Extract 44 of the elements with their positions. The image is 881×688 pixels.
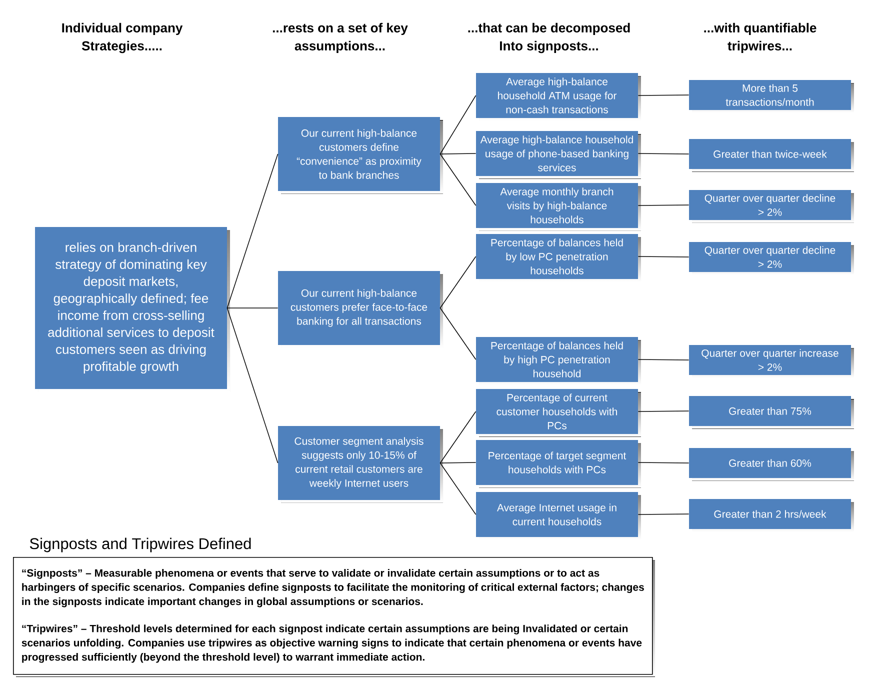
connector-line — [638, 410, 690, 412]
connector-line — [638, 514, 690, 515]
connector-line — [638, 204, 690, 206]
assumption-box: Our current high-balance customers define “convenience” as proximity to bank branches — [278, 117, 443, 194]
connector-line — [638, 462, 690, 464]
signpost-box: Average high-balance household ATM usage for non-cash transactions — [476, 73, 641, 121]
connector-line — [440, 95, 476, 154]
tripwire-box: Greater than twice-week — [689, 139, 854, 172]
signpost-box: Percentage of current customer households with PCs — [476, 389, 641, 437]
signpost-box: Percentage of target segment households with PCs — [476, 440, 641, 488]
signpost-box: Average Internet usage in current households — [476, 492, 641, 540]
connector-line — [440, 308, 476, 360]
connector-line — [226, 154, 278, 308]
column-heading: ...rests on a set of key assumptions... — [272, 22, 408, 54]
connector-line — [440, 462, 476, 464]
column-heading: Individual company Strategies..... — [62, 22, 183, 54]
connector-line — [440, 154, 476, 206]
connector-line — [440, 411, 476, 464]
signpost-box: Percentage of balances held by high PC penetration household — [476, 337, 641, 385]
connector-line — [638, 256, 690, 258]
tripwire-box: Quarter over quarter decline > 2% — [689, 242, 854, 275]
connector-line — [226, 308, 278, 464]
connector-line — [440, 153, 476, 154]
section-heading: Signposts and Tripwires Defined — [30, 538, 251, 552]
signpost-box: Percentage of balances held by low PC penetration households — [476, 234, 641, 282]
column-heading: ...with quantifiable tripwires... — [704, 22, 816, 54]
tripwire-box: Quarter over quarter increase > 2% — [689, 345, 854, 378]
tripwire-box: Greater than 75% — [689, 396, 854, 429]
column-heading: ...that can be decomposed Into signposts... — [468, 22, 630, 54]
connector-line — [440, 462, 476, 515]
strategy-box: relies on branch-driven strategy of dominating key deposit markets, geographically defined; fee income from cross-selling additional services to deposit customers seen as driving profitable growth — [35, 227, 230, 392]
connector-line — [638, 359, 690, 360]
tripwire-box: Greater than 2 hrs/week — [689, 499, 854, 532]
connector-line — [440, 256, 476, 308]
tripwire-box: More than 5 transactions/month — [689, 80, 854, 113]
signpost-box: Average monthly branch visits by high-balance households — [476, 183, 641, 231]
tripwire-box: Greater than 60% — [689, 448, 854, 481]
connector-line — [638, 153, 690, 154]
definitions-box: “Signposts” – Measurable phenomena or events that serve to validate or invalidate certain assumptions or to act as harbingers of specific scenarios. Companies define signposts to facilitate the monitoring of critical external factors; changes in the signposts indicate important changes in global assumptions or scenarios. “Tripwires” – Threshold levels determined for each signpost indicate certain assumptions are being Invalidated or certain scenarios unfolding. Companies use tripwires as objective warning signs to indicate that certain phenomena or events have progressed sufficiently (beyond the threshold level) to warrant immediate action. — [13, 557, 655, 677]
assumption-box: Customer segment analysis suggests only 10-15% of current retail customers are weekly Internet users — [278, 426, 443, 503]
signpost-box: Average high-balance household usage of phone-based banking services — [476, 131, 641, 179]
tripwire-box: Quarter over quarter decline > 2% — [689, 190, 854, 223]
connector-line — [638, 94, 690, 96]
assumption-box: Our current high-balance customers prefer face-to-face banking for all transactions — [278, 271, 443, 348]
